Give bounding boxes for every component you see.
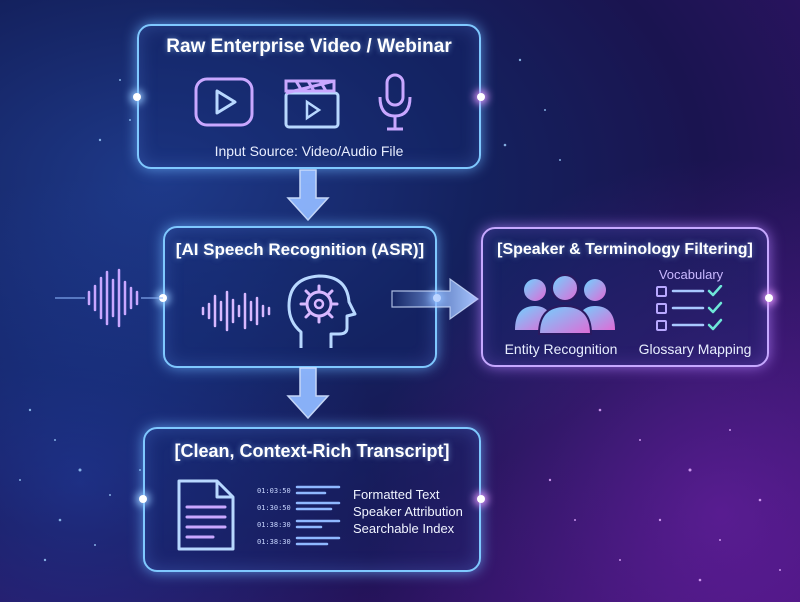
ai-brain-gear-icon [287, 274, 357, 348]
transcript-lines-graphic [295, 485, 341, 546]
connector-dot [477, 93, 485, 101]
input-box-title: Raw Enterprise Video / Webinar [166, 36, 452, 57]
right-arrow-asr-to-filter [391, 277, 480, 321]
timestamp: 01:38:30 [257, 521, 291, 529]
feature-formatted-text: Formatted Text [353, 487, 440, 502]
document-icon [177, 479, 235, 551]
glossary-mapping-label: Glossary Mapping [638, 341, 752, 357]
transcript-box-title: [Clean, Context-Rich Transcript] [174, 441, 450, 461]
filter-box-title: [Speaker & Terminology Filtering] [497, 241, 753, 258]
vocabulary-label: Vocabulary [658, 267, 724, 282]
incoming-audio-waveform [55, 268, 163, 328]
microphone-icon [378, 73, 412, 131]
connector-dot [477, 495, 485, 503]
waveform-icon [201, 290, 271, 332]
down-arrow-asr-to-transcript [286, 367, 330, 420]
timestamp-column: 01:03:50 01:30:50 01:38:30 01:38:30 [257, 483, 291, 551]
play-button-icon [194, 77, 254, 127]
asr-box-title: [AI Speech Recognition (ASR)] [175, 240, 425, 259]
checklist-icon [656, 285, 723, 331]
feature-searchable-index: Searchable Index [353, 521, 455, 536]
entity-recognition-label: Entity Recognition [504, 341, 618, 357]
connector-dot [765, 294, 773, 302]
connector-dot [139, 495, 147, 503]
input-source-box: Raw Enterprise Video / Webinar Input Sou… [137, 24, 481, 169]
down-arrow-input-to-asr [286, 169, 330, 222]
timestamp: 01:38:30 [257, 538, 291, 546]
connector-dot [133, 93, 141, 101]
transcript-output-box: [Clean, Context-Rich Transcript] 01:03:5… [143, 427, 481, 572]
transcript-features-list: Formatted Text Speaker Attribution Searc… [353, 486, 463, 537]
people-group-icon [515, 274, 615, 335]
timestamp: 01:03:50 [257, 487, 291, 495]
clapperboard-icon [284, 79, 340, 129]
feature-speaker-attribution: Speaker Attribution [353, 504, 463, 519]
asr-box: [AI Speech Recognition (ASR)] [163, 226, 437, 368]
timestamp: 01:30:50 [257, 504, 291, 512]
input-source-caption: Input Source: Video/Audio File [214, 143, 404, 159]
speaker-terminology-filter-box: [Speaker & Terminology Filtering] Vocabu… [481, 227, 769, 367]
